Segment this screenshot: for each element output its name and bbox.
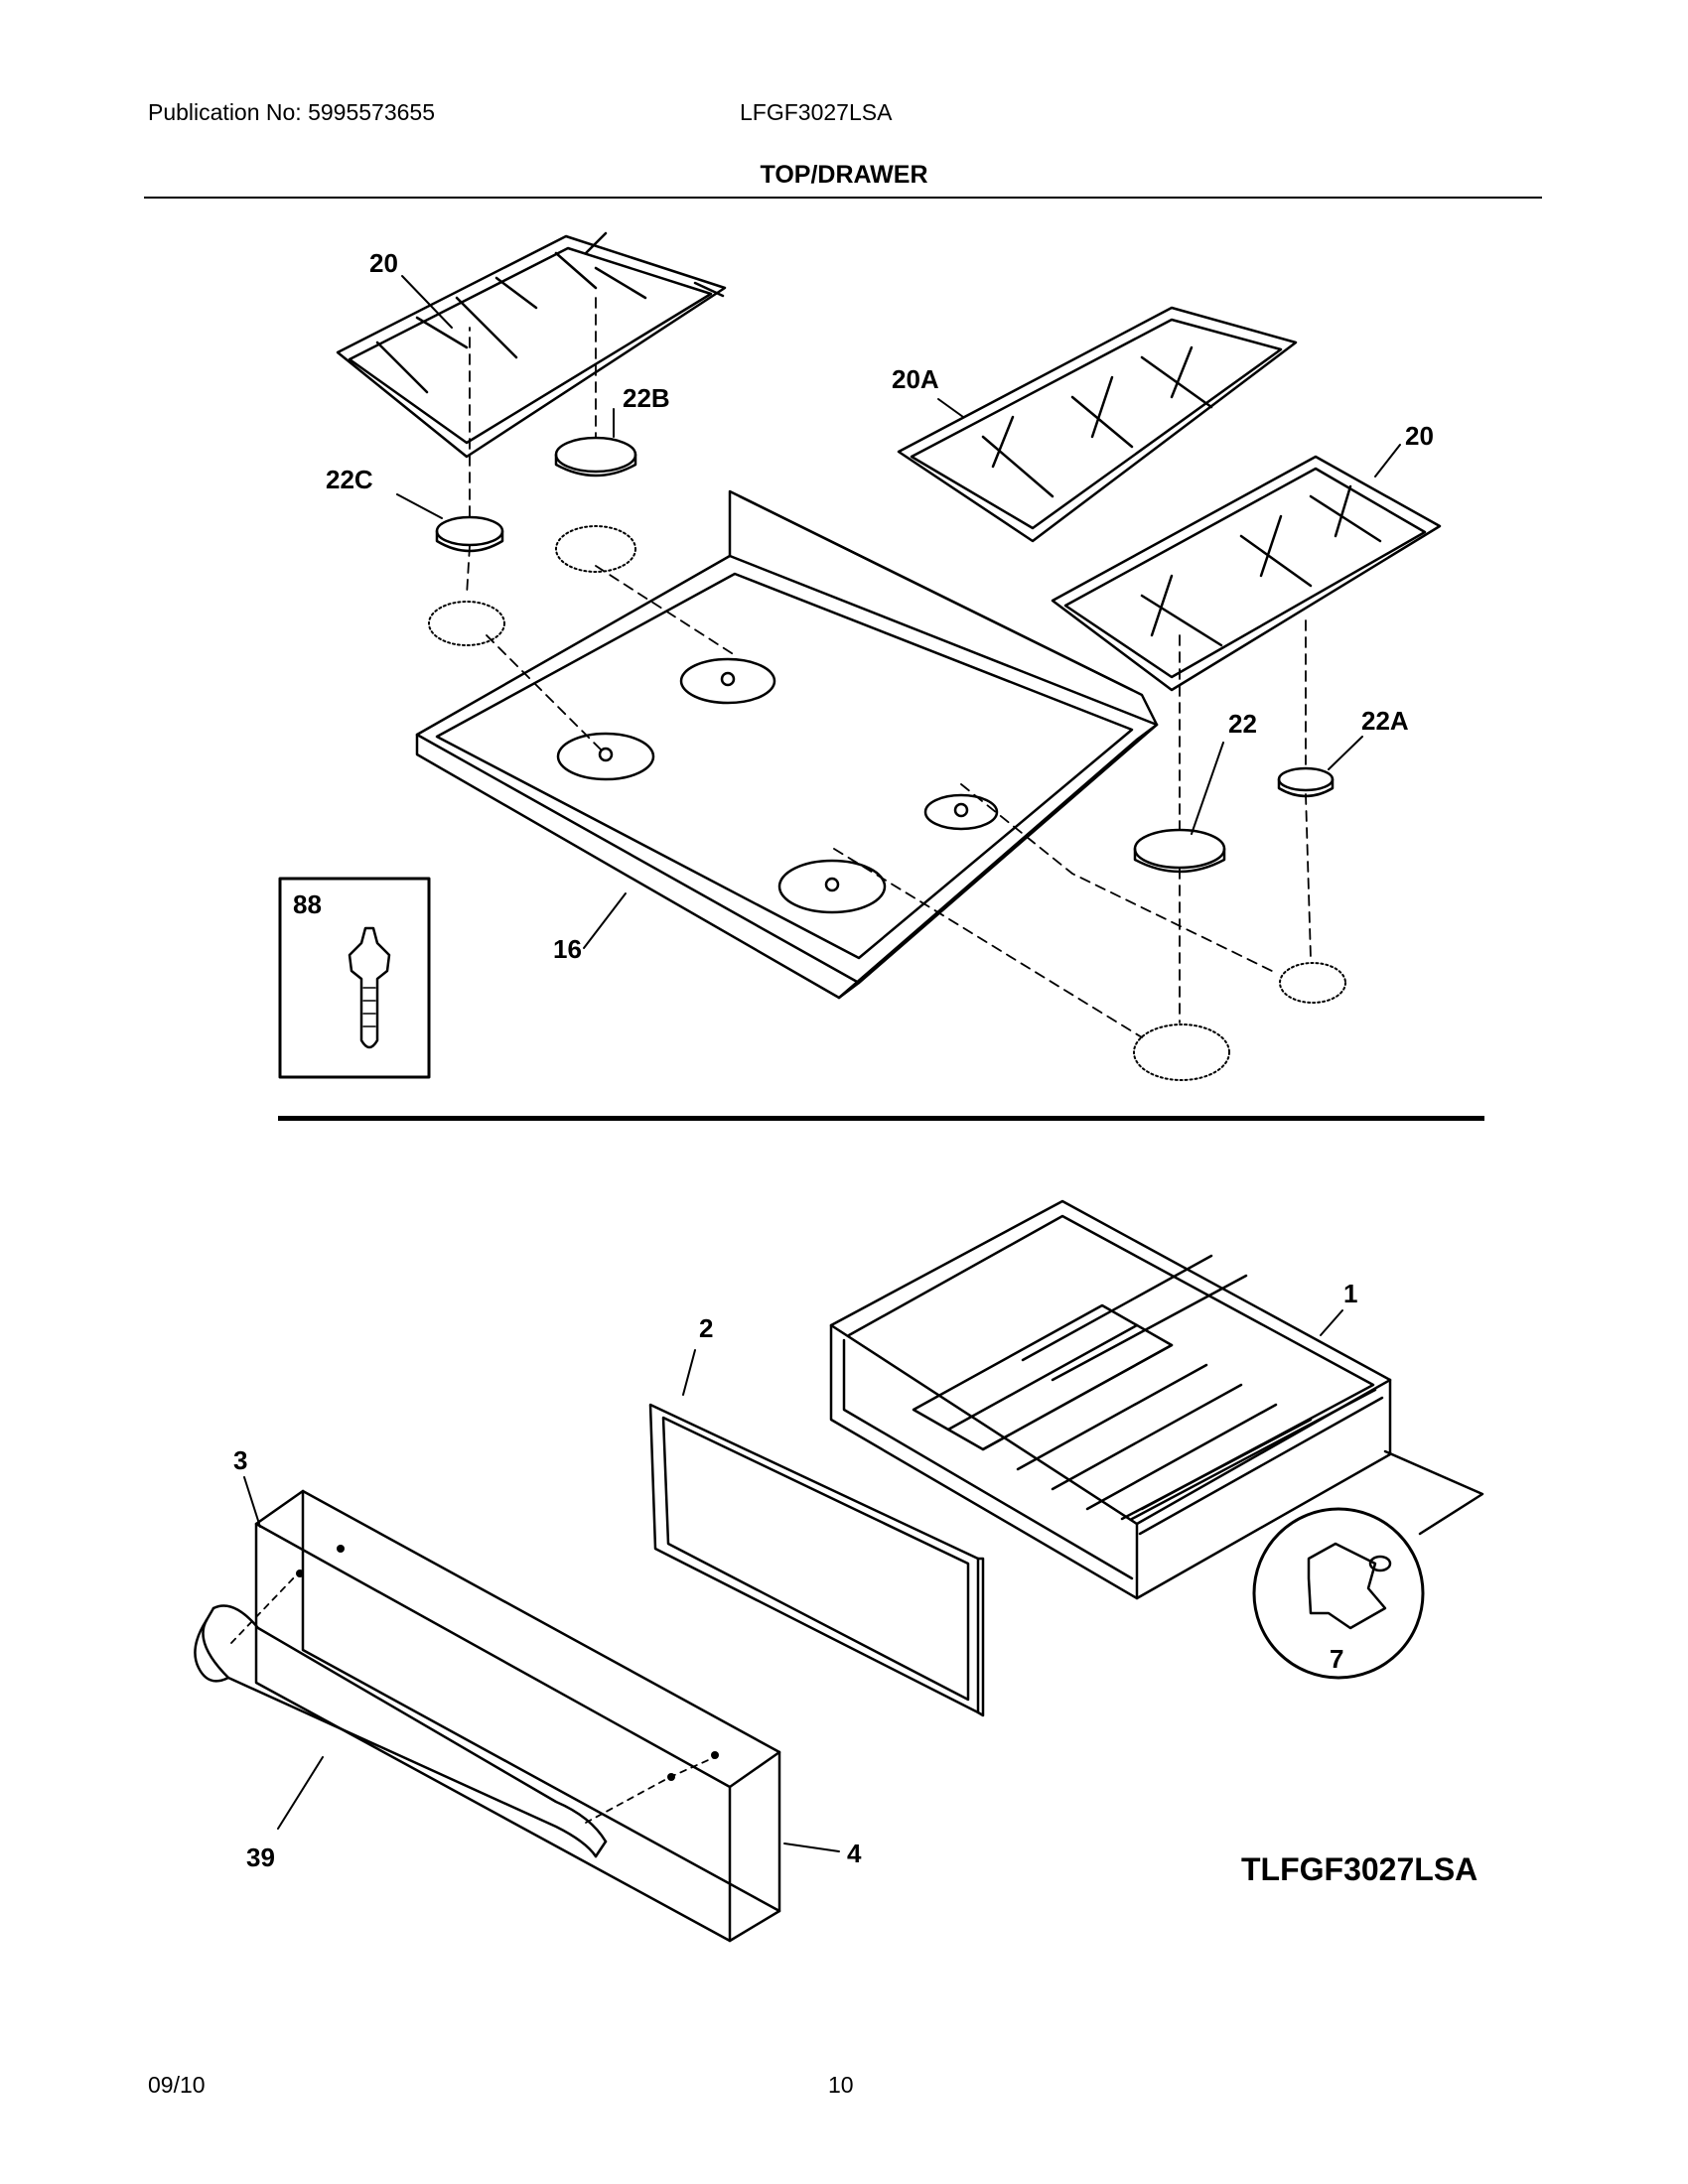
grate-right	[1051, 455, 1442, 692]
callout-drawer-panel: 2	[699, 1313, 713, 1343]
callout-22b: 22B	[623, 383, 670, 413]
callout-grate-left: 20	[369, 248, 398, 278]
drawer-clip-detail	[1252, 1449, 1484, 1680]
burner-caps	[435, 436, 1335, 874]
cooktop	[415, 489, 1159, 1000]
grate-left	[336, 231, 727, 459]
drawer-panel	[648, 1403, 985, 1717]
inset-screw	[278, 877, 431, 1079]
callout-cooktop: 16	[553, 934, 582, 964]
footer-page-number: 10	[828, 2072, 854, 2098]
drawer-front	[254, 1489, 781, 1943]
drawer-body	[829, 1199, 1392, 1600]
callout-drawer-clip: 7	[1330, 1644, 1343, 1674]
callout-22: 22	[1228, 709, 1257, 739]
section-title: TOP/DRAWER	[760, 161, 928, 189]
grate-center	[897, 306, 1298, 543]
callout-88: 88	[293, 889, 322, 919]
footer-date: 09/10	[148, 2072, 206, 2098]
drawer-handle	[194, 1604, 608, 1858]
model-number: LFGF3027LSA	[740, 99, 893, 125]
callout-drawer-body: 1	[1343, 1279, 1357, 1308]
callout-drawer-front: 4	[847, 1839, 862, 1868]
publication-number: Publication No: 5995573655	[148, 99, 436, 125]
drawer-back	[254, 1522, 732, 1943]
diagram-code: TLFGF3027LSA	[1241, 1851, 1478, 1887]
fastener-dots	[296, 1545, 719, 1781]
callout-22a: 22A	[1361, 706, 1409, 736]
leader-lines-top	[396, 275, 1401, 949]
callout-drawer-back: 3	[233, 1445, 247, 1475]
callout-drawer-handle: 39	[246, 1843, 275, 1872]
callout-grate-right: 20	[1405, 421, 1434, 451]
assembly-lines	[466, 297, 1312, 1038]
leader-lines-bottom	[243, 1309, 1343, 1852]
callout-22c: 22C	[326, 465, 373, 494]
burner-bases	[428, 525, 1346, 1081]
header-rule	[144, 197, 1542, 199]
section-divider	[278, 1116, 1484, 1121]
callout-grate-center: 20A	[892, 364, 939, 394]
